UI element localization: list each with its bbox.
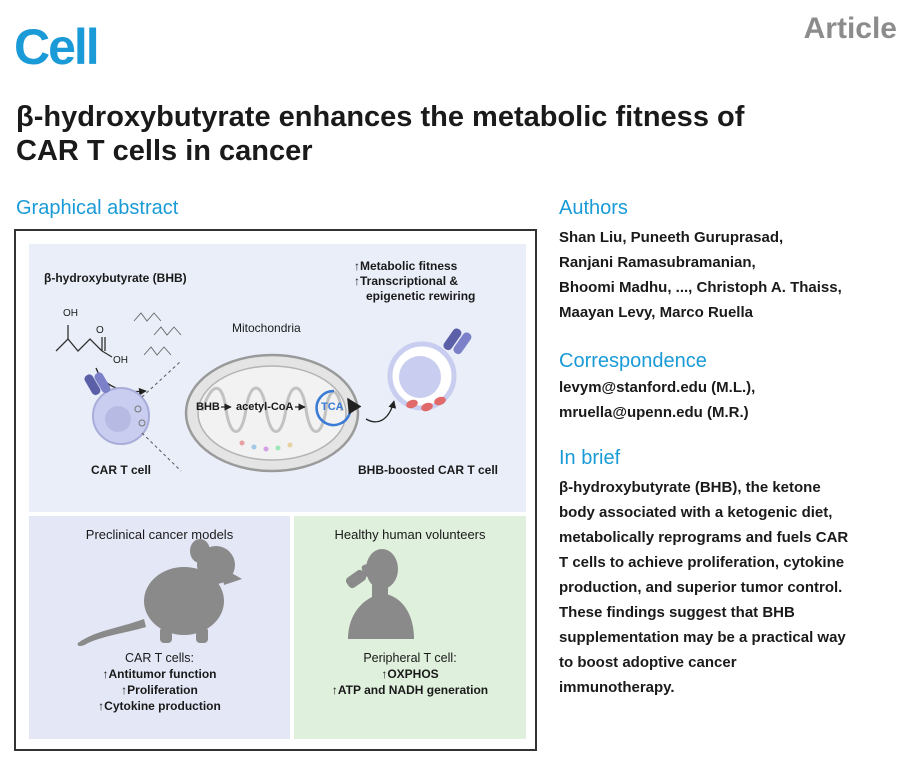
journal-logo: Cell	[14, 19, 100, 75]
correspondence-list: levym@stanford.edu (M.L.), mruella@upenn…	[559, 375, 755, 425]
preclinical-subtitle: CAR T cells:	[124, 651, 194, 665]
authors-line-1: Shan Liu, Puneeth Guruprasad,	[559, 229, 784, 246]
article-type-label: Article	[803, 12, 897, 45]
bhb-molecule-icon	[55, 325, 113, 358]
graphical-abstract-illustration	[55, 312, 472, 646]
zoom-line-top	[141, 360, 182, 398]
in-brief-line-7: supplementation may be a practical way	[559, 629, 846, 646]
article-title: β-hydroxybutyrate enhances the metabolic…	[16, 100, 906, 168]
authors-list: Shan Liu, Puneeth Guruprasad, Ranjani Ra…	[559, 225, 842, 325]
in-brief-text: β-hydroxybutyrate (BHB), the ketone body…	[559, 475, 848, 700]
in-brief-line-1: β-hydroxybutyrate (BHB), the ketone	[559, 479, 821, 496]
chem-oh-label-1: OH	[63, 308, 78, 319]
small-molecules-icon	[133, 312, 182, 356]
mouse-silhouette-icon	[77, 539, 242, 646]
pathway-tca-label: TCA	[321, 401, 344, 413]
car-t-cell-label: CAR T cell	[91, 463, 152, 477]
mitochondria-label: Mitochondria	[232, 321, 301, 335]
authors-heading: Authors	[559, 197, 628, 219]
bhb-label: β-hydroxybutyrate (BHB)	[44, 271, 187, 285]
healthy-item-2: ↑ATP and NADH generation	[331, 683, 489, 697]
effect-epigenetic: epigenetic rewiring	[366, 289, 476, 303]
preclinical-title: Preclinical cancer models	[85, 527, 234, 542]
in-brief-line-9: immunotherapy.	[559, 679, 675, 696]
healthy-title: Healthy human volunteers	[334, 527, 486, 542]
authors-line-3: Bhoomi Madhu, ..., Christoph A. Thaiss,	[559, 279, 842, 296]
authors-line-2: Ranjani Ramasubramanian,	[559, 254, 756, 271]
healthy-item-1: ↑OXPHOS	[381, 667, 439, 681]
in-brief-line-2: body associated with a ketogenic diet,	[559, 504, 833, 521]
boost-arrow-icon	[365, 400, 397, 423]
pathway-acetyl-coa-label: acetyl-CoA	[236, 401, 294, 413]
preclinical-item-1: ↑Antitumor function	[102, 667, 217, 681]
in-brief-line-5: production, and superior tumor control.	[559, 579, 843, 596]
correspondence-email-1[interactable]: levym@stanford.edu (M.L.),	[559, 379, 756, 396]
in-brief-heading: In brief	[559, 447, 621, 469]
tca-cycle-icon	[315, 389, 362, 427]
chem-o-label: O	[96, 325, 104, 336]
title-line-2: CAR T cells in cancer	[16, 135, 313, 167]
title-line-1: β-hydroxybutyrate enhances the metabolic…	[16, 101, 745, 133]
effect-metabolic-fitness: ↑Metabolic fitness	[354, 259, 458, 273]
in-brief-line-6: These findings suggest that BHB	[559, 604, 795, 621]
effect-transcriptional: ↑Transcriptional &	[354, 274, 459, 288]
person-drinking-icon	[345, 549, 414, 639]
in-brief-line-3: metabolically reprograms and fuels CAR	[559, 529, 849, 546]
pathway-bhb-label: BHB	[196, 401, 220, 413]
preclinical-item-2: ↑Proliferation	[121, 683, 198, 697]
boosted-car-t-cell-icon	[387, 328, 472, 412]
authors-line-4: Maayan Levy, Marco Ruella	[559, 304, 753, 321]
boosted-car-t-cell-label: BHB-boosted CAR T cell	[358, 463, 499, 477]
graphical-abstract: β-hydroxybutyrate (BHB) OH O OH Mitochon…	[14, 229, 537, 751]
healthy-subtitle: Peripheral T cell:	[363, 651, 457, 665]
in-brief-line-4: T cells to achieve proliferation, cytoki…	[559, 554, 845, 571]
in-brief-line-8: to boost adoptive cancer	[559, 654, 737, 671]
correspondence-heading: Correspondence	[559, 350, 707, 372]
correspondence-email-2[interactable]: mruella@upenn.edu (M.R.)	[559, 404, 749, 421]
chem-oh-label-2: OH	[113, 355, 128, 366]
graphical-abstract-heading: Graphical abstract	[16, 197, 179, 219]
car-t-cell-icon	[84, 372, 150, 445]
preclinical-item-3: ↑Cytokine production	[98, 699, 221, 713]
